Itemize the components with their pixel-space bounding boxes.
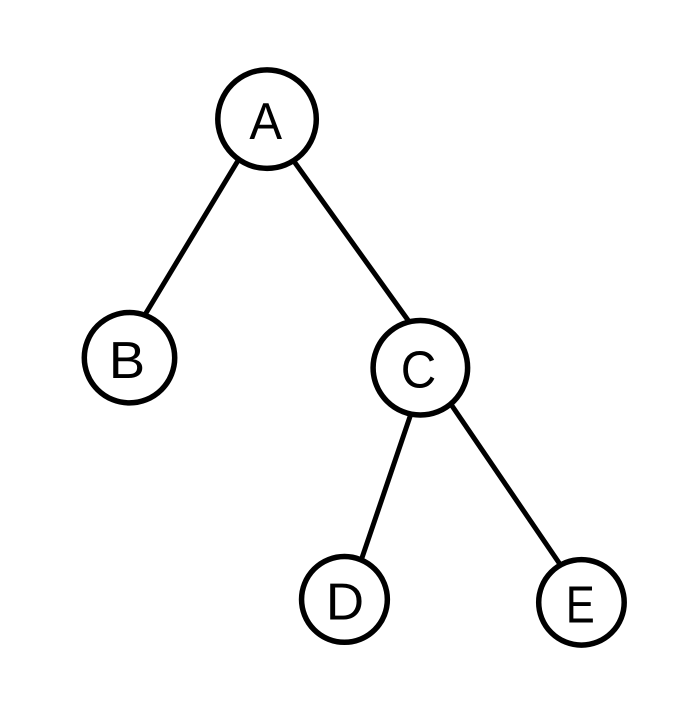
svg-text:E: E — [566, 576, 595, 634]
svg-text:D: D — [326, 574, 364, 632]
svg-text:C: C — [401, 341, 437, 399]
svg-text:B: B — [109, 332, 145, 390]
svg-text:A: A — [249, 93, 282, 151]
